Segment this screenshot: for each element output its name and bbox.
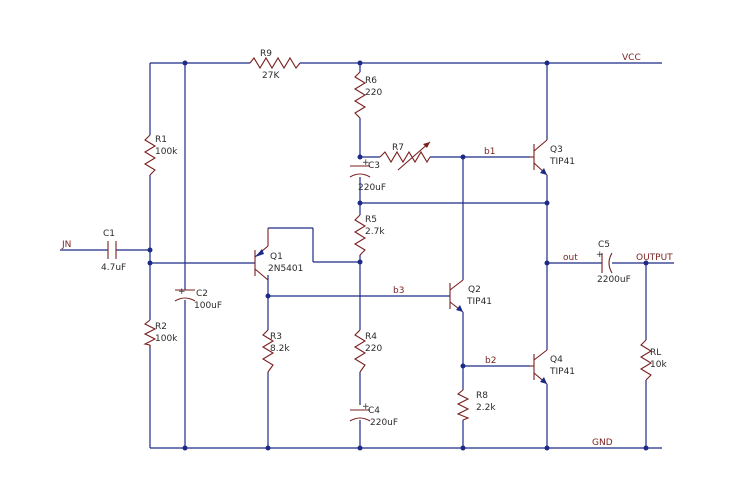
resistor-r6: R6 220 <box>353 71 382 119</box>
net-label-b1: b1 <box>484 147 495 157</box>
resistor-r2: R2 100k <box>143 319 178 348</box>
svg-text:R9: R9 <box>260 49 272 59</box>
svg-text:+: + <box>596 250 604 260</box>
capacitor-c3: + C3 220uF <box>349 158 386 193</box>
svg-text:+: + <box>178 287 186 297</box>
svg-text:Q2: Q2 <box>468 285 481 295</box>
svg-text:10k: 10k <box>650 360 667 370</box>
svg-text:R8: R8 <box>476 391 488 401</box>
svg-text:TIP41: TIP41 <box>549 157 575 167</box>
resistor-rl: RL 10k <box>639 339 667 381</box>
svg-text:TIP41: TIP41 <box>549 367 575 377</box>
svg-text:TIP41: TIP41 <box>466 297 492 307</box>
transistor-q3: Q3 TIP41 <box>530 139 575 176</box>
svg-text:2200uF: 2200uF <box>597 275 631 285</box>
svg-text:+: + <box>362 402 370 412</box>
svg-text:R7: R7 <box>392 143 404 153</box>
transistor-q1: Q1 2N5401 <box>254 228 303 281</box>
svg-text:Q1: Q1 <box>270 252 283 262</box>
svg-text:R3: R3 <box>270 332 282 342</box>
svg-text:R1: R1 <box>155 135 167 145</box>
svg-text:27K: 27K <box>262 71 280 81</box>
svg-text:2N5401: 2N5401 <box>268 264 303 274</box>
resistor-r3: R3 8.2k <box>261 329 290 373</box>
transistor-q4: Q4 TIP41 <box>530 349 575 385</box>
variable-resistor-r7: R7 <box>379 141 431 171</box>
wires <box>60 62 674 449</box>
resistor-r1: R1 100k <box>143 134 178 176</box>
svg-text:R4: R4 <box>365 332 377 342</box>
svg-text:2.2k: 2.2k <box>476 403 496 413</box>
svg-text:C1: C1 <box>103 229 115 239</box>
capacitor-c2: + C2 100uF <box>174 287 222 311</box>
svg-text:C4: C4 <box>368 406 380 416</box>
capacitor-c1: C1 4.7uF <box>101 229 126 273</box>
junction-dots <box>147 60 649 451</box>
svg-text:R6: R6 <box>365 76 377 86</box>
svg-text:100uF: 100uF <box>194 301 222 311</box>
svg-text:2.7k: 2.7k <box>365 227 385 237</box>
svg-text:Q3: Q3 <box>550 145 563 155</box>
svg-text:C3: C3 <box>368 161 380 171</box>
resistor-r9: R9 27K <box>249 49 301 81</box>
svg-text:100k: 100k <box>155 147 178 157</box>
svg-text:RL: RL <box>650 348 661 358</box>
net-label-out: out <box>563 253 578 263</box>
net-label-b3: b3 <box>393 286 404 296</box>
capacitor-c5: + C5 2200uF <box>596 240 631 285</box>
resistor-r5: R5 2.7k <box>353 214 385 256</box>
resistor-r8: R8 2.2k <box>456 389 496 421</box>
svg-text:C2: C2 <box>196 289 208 299</box>
svg-text:100k: 100k <box>155 334 178 344</box>
svg-text:220: 220 <box>365 344 382 354</box>
svg-text:220: 220 <box>365 88 382 98</box>
svg-text:220uF: 220uF <box>358 183 386 193</box>
net-label-gnd: GND <box>592 438 613 448</box>
capacitor-c4: + C4 220uF <box>349 402 398 428</box>
resistor-r4: R4 220 <box>353 329 382 373</box>
svg-text:Q4: Q4 <box>550 355 563 365</box>
transistor-q2: Q2 TIP41 <box>449 279 492 313</box>
svg-text:R5: R5 <box>365 215 377 225</box>
svg-text:4.7uF: 4.7uF <box>101 263 126 273</box>
net-label-b2: b2 <box>485 356 496 366</box>
svg-text:220uF: 220uF <box>370 418 398 428</box>
svg-text:C5: C5 <box>598 240 610 250</box>
net-label-vcc: VCC <box>622 53 641 63</box>
svg-text:+: + <box>362 158 370 168</box>
svg-text:R2: R2 <box>155 322 167 332</box>
net-label-output: OUTPUT <box>636 253 673 263</box>
svg-text:8.2k: 8.2k <box>270 344 290 354</box>
net-label-input: JN <box>61 240 71 250</box>
